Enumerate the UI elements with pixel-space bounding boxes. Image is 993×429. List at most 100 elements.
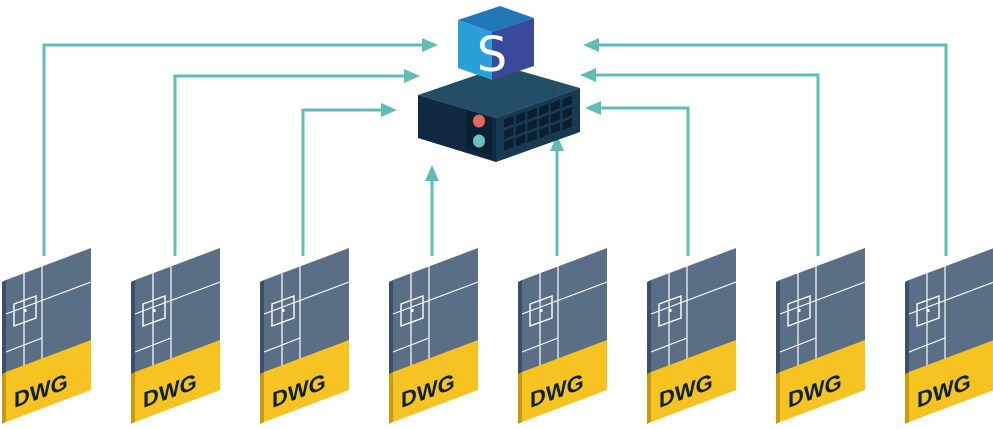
sheet-line bbox=[650, 281, 737, 315]
connector-arrow-8 bbox=[583, 38, 948, 256]
connector-line bbox=[301, 108, 383, 256]
dwg-band-edge bbox=[905, 372, 909, 424]
sheet-line bbox=[263, 281, 350, 315]
server-port bbox=[504, 126, 514, 140]
dwg-band bbox=[522, 340, 607, 422]
dwg-file-icon: DWG bbox=[647, 248, 737, 424]
dwg-file-icon: DWG bbox=[776, 248, 866, 424]
arrowhead bbox=[585, 101, 601, 115]
dwg-band-edge bbox=[389, 372, 393, 424]
dwg-band bbox=[264, 340, 349, 422]
sheet-line bbox=[779, 281, 866, 315]
cube-left-face bbox=[458, 20, 492, 80]
server-port bbox=[515, 134, 526, 147]
server-port-grid bbox=[504, 95, 572, 151]
dwg-band bbox=[909, 340, 993, 422]
sheet-line bbox=[779, 337, 817, 353]
server-port bbox=[527, 130, 537, 143]
crosshair-box bbox=[787, 295, 811, 327]
led-teal-icon bbox=[473, 134, 485, 148]
crosshair-box bbox=[271, 295, 295, 327]
sheet-line bbox=[263, 337, 301, 353]
arrowhead bbox=[404, 69, 420, 83]
dwg-files: DWG DWG DWG DWG DWG DWG DWG DWG bbox=[2, 248, 993, 424]
dwg-file-icon: DWG bbox=[131, 248, 221, 424]
sheet-line bbox=[908, 281, 993, 315]
led-red-icon bbox=[473, 114, 485, 128]
arrowhead bbox=[381, 103, 397, 117]
arrowhead bbox=[422, 38, 438, 52]
connector-line bbox=[42, 43, 424, 256]
sheet-line bbox=[521, 337, 559, 353]
dwg-band bbox=[780, 340, 865, 422]
crosshair-dot bbox=[539, 309, 543, 312]
server-port bbox=[562, 118, 572, 131]
arrowhead bbox=[550, 135, 564, 151]
sheet-line bbox=[5, 281, 92, 315]
dwg-band-edge bbox=[776, 372, 780, 424]
dwg-file-icon: DWG bbox=[518, 248, 608, 424]
arrowhead bbox=[583, 38, 599, 52]
crosshair-dot bbox=[23, 309, 27, 312]
crosshair-dot bbox=[152, 309, 156, 312]
server-port bbox=[527, 107, 537, 120]
connector-arrow-2 bbox=[173, 69, 420, 256]
dwg-band bbox=[393, 340, 478, 422]
server-port bbox=[515, 122, 526, 136]
connector-arrow-4 bbox=[425, 165, 439, 256]
dwg-band-edge bbox=[518, 372, 522, 424]
crosshair-dot bbox=[926, 309, 930, 312]
connector-arrow-1 bbox=[42, 38, 438, 256]
dwg-file-icon: DWG bbox=[389, 248, 479, 424]
crosshair-box bbox=[658, 295, 682, 327]
cube-top-face bbox=[458, 6, 534, 32]
server-port bbox=[550, 110, 561, 124]
crosshair-dot bbox=[668, 309, 672, 312]
crosshair-box bbox=[916, 295, 940, 327]
server-port bbox=[504, 115, 514, 128]
connector-arrow-6 bbox=[585, 101, 690, 256]
server-led-panel bbox=[466, 110, 492, 156]
crosshair-box bbox=[400, 295, 424, 327]
sheet-line bbox=[134, 337, 172, 353]
server-port bbox=[539, 114, 549, 128]
connector-arrow-5 bbox=[550, 135, 564, 256]
crosshair-box bbox=[529, 295, 553, 327]
server-port bbox=[527, 118, 537, 132]
connectors bbox=[42, 38, 948, 256]
sheet-line bbox=[392, 337, 430, 353]
dwg-file-icon: DWG bbox=[260, 248, 350, 424]
hub-letter: S bbox=[477, 27, 507, 83]
dwg-file-icon: DWG bbox=[905, 248, 993, 424]
crosshair-dot bbox=[410, 309, 414, 312]
dwg-band-edge bbox=[647, 372, 651, 424]
server-hub-icon: S bbox=[418, 6, 580, 162]
dwg-band-edge bbox=[2, 372, 6, 424]
server-port bbox=[504, 138, 514, 151]
sheet-line bbox=[134, 281, 221, 315]
dwg-file-icon: DWG bbox=[2, 248, 92, 424]
sheet-line bbox=[650, 337, 688, 353]
crosshair-box bbox=[142, 295, 166, 327]
server-port bbox=[562, 106, 572, 120]
cube-right-face bbox=[492, 18, 534, 80]
dwg-band bbox=[6, 340, 91, 422]
server-port bbox=[515, 111, 526, 124]
sheet-line bbox=[521, 281, 608, 315]
server-port bbox=[539, 103, 549, 116]
sheet-line bbox=[392, 281, 479, 315]
connector-line bbox=[173, 74, 406, 256]
server-port bbox=[562, 95, 572, 108]
crosshair-dot bbox=[797, 309, 801, 312]
dwg-band-edge bbox=[260, 372, 264, 424]
arrowhead bbox=[425, 165, 439, 181]
dwg-band-edge bbox=[131, 372, 135, 424]
connector-line bbox=[594, 73, 820, 256]
dwg-band bbox=[135, 340, 220, 422]
connector-arrow-3 bbox=[301, 103, 397, 256]
arrowhead bbox=[580, 68, 596, 82]
connector-arrow-7 bbox=[580, 68, 820, 256]
dwg-band bbox=[651, 340, 736, 422]
